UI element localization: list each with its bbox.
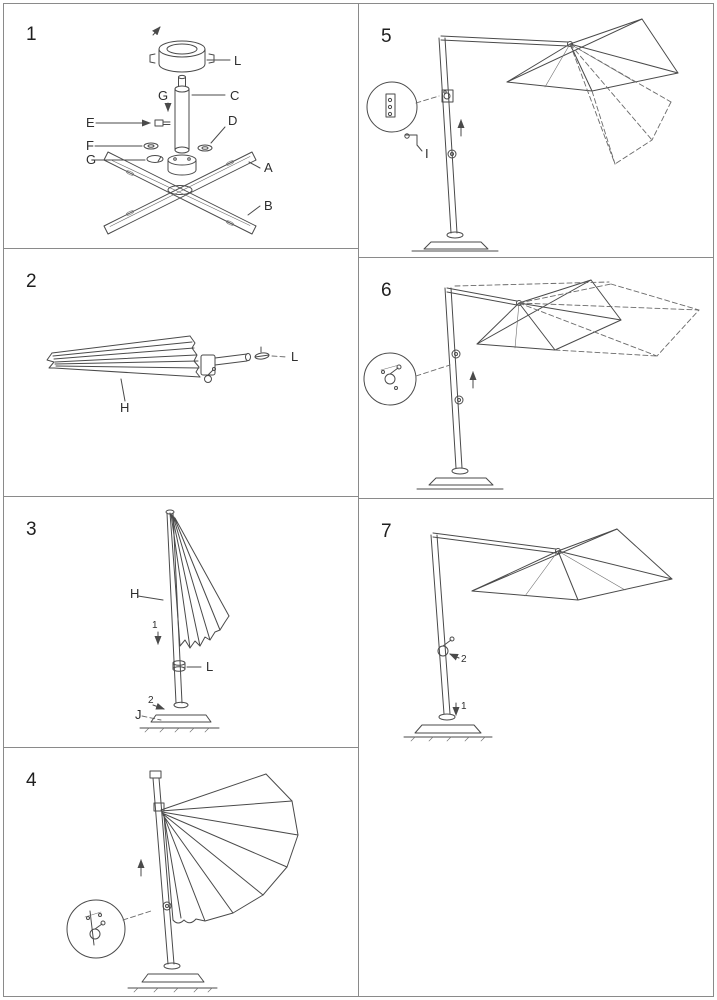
panel-7: 7 2 1	[359, 499, 713, 996]
pole-stub-drawing	[214, 352, 251, 366]
part-label-h: H	[130, 586, 139, 601]
step-label-1: 1	[152, 620, 158, 631]
opening-canopy-drawing	[160, 773, 299, 924]
base-drawing	[416, 467, 504, 490]
panel-4-illustration: 4	[26, 770, 299, 993]
part-label-g-top: G	[158, 88, 168, 103]
base-drawing	[139, 701, 220, 733]
part-label-b: B	[264, 198, 273, 213]
base-drawing	[411, 231, 499, 252]
panel-1: 1 L G	[4, 4, 358, 249]
hub-cylinder-drawing	[167, 154, 197, 176]
pole-drawing	[444, 287, 522, 469]
panel-number: 6	[381, 280, 392, 301]
closed-canopy-drawing	[169, 512, 230, 649]
pole-drawing	[149, 770, 175, 965]
panel-number: 2	[26, 271, 37, 292]
zoom-leader-line	[415, 95, 440, 104]
part-label-l: L	[206, 659, 213, 674]
panel-1-illustration: 1 L G	[26, 24, 273, 235]
part-label-j: J	[135, 707, 142, 722]
panel-4: 4	[4, 748, 358, 996]
collar-drawing	[172, 660, 186, 672]
panel-3: 3 H 1 L	[4, 497, 358, 748]
panel-number: 5	[381, 26, 392, 47]
panel-number: 4	[26, 770, 37, 791]
panel-2-illustration: 2	[26, 271, 298, 415]
canopy-tilt-dashed-drawing	[569, 43, 672, 165]
panel-5-illustration: 5	[366, 18, 679, 252]
step-label-1: 1	[461, 701, 467, 712]
leader-line-b	[247, 205, 261, 216]
canopy-solid-drawing	[506, 18, 679, 92]
panel-6: 6	[359, 258, 713, 499]
spring-washer-drawing	[146, 155, 164, 163]
part-label-h: H	[120, 400, 129, 415]
panel-5: 5	[359, 4, 713, 258]
panel-6-illustration: 6	[363, 279, 700, 490]
canopy-drawing	[471, 528, 673, 601]
part-label-i: I	[425, 146, 429, 161]
bolt-drawing	[154, 119, 171, 127]
zoom-detail-circle	[366, 81, 418, 133]
panel-number: 3	[26, 519, 37, 540]
panel-7-illustration: 7 2 1	[381, 521, 673, 742]
folded-canopy-drawing	[46, 335, 201, 378]
left-column: 1 L G	[4, 4, 358, 996]
base-drawing	[127, 962, 218, 993]
part-label-a: A	[264, 160, 273, 175]
part-label-l: L	[234, 53, 241, 68]
arrow-step-2	[152, 702, 165, 710]
part-label-e: E	[86, 115, 95, 130]
step-label-2: 2	[461, 654, 467, 665]
crank-housing-drawing	[200, 354, 216, 383]
panel-number: 1	[26, 24, 37, 45]
base-cap-drawing	[149, 26, 215, 73]
pin-drawing	[254, 346, 270, 360]
instruction-sheet: 1 L G	[3, 3, 714, 997]
leader-line-l	[271, 355, 288, 358]
zoom-leader-line	[122, 910, 152, 921]
base-drawing	[403, 713, 493, 742]
panel-number: 7	[381, 521, 392, 542]
leader-line-d	[210, 126, 226, 144]
pole-drawing	[430, 532, 561, 715]
leader-line-j	[141, 715, 162, 721]
pole-drawing	[438, 35, 573, 234]
washer-f-drawing	[143, 142, 159, 150]
zoom-detail-circle	[363, 352, 417, 406]
part-label-c: C	[230, 88, 239, 103]
washer-d-drawing	[197, 144, 213, 152]
panel-2: 2	[4, 249, 358, 497]
crank-drawing	[437, 636, 455, 657]
pole-knobs-drawing	[451, 349, 464, 405]
part-label-f: F	[86, 138, 94, 153]
zoom-detail-circle	[66, 899, 126, 959]
part-label-l: L	[291, 349, 298, 364]
part-i-drawing	[404, 133, 423, 152]
step-label-2: 2	[148, 695, 154, 706]
canopy-dashed-drawing	[454, 281, 700, 357]
cross-base-drawing	[103, 151, 257, 235]
leader-line-h	[120, 378, 126, 402]
canopy-solid-drawing	[476, 279, 622, 351]
part-label-g-side: G	[86, 152, 96, 167]
arrow-step-2	[449, 653, 460, 661]
leader-line-h	[137, 595, 164, 601]
tilt-hub-drawing	[441, 89, 457, 159]
leader-line-a	[248, 161, 261, 169]
center-tube-drawing	[174, 74, 190, 154]
pole-knob-drawing	[162, 901, 172, 911]
panel-3-illustration: 3 H 1 L	[26, 509, 230, 733]
right-column: 5	[358, 4, 713, 996]
part-label-d: D	[228, 113, 237, 128]
zoom-leader-line	[415, 364, 451, 377]
